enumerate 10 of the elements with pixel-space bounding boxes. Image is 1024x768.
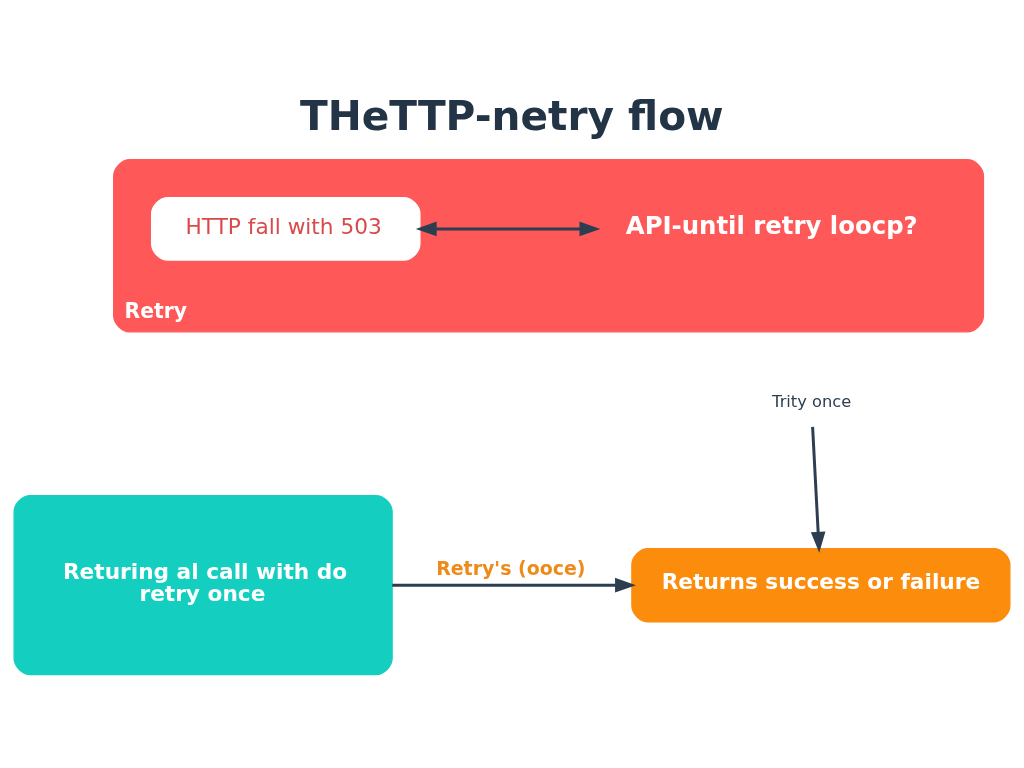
node-text: Trity once <box>772 391 852 411</box>
arrow <box>415 221 601 237</box>
diagram-title: THeTTP-netry flow <box>299 92 724 140</box>
node-box: Returns success or failure <box>631 547 1011 623</box>
arrow <box>810 426 826 553</box>
node-text: API-until retry loocp? <box>625 210 918 240</box>
edge-label: Retry's (ooce) <box>436 556 586 579</box>
node-box: Returing al call with do retry once <box>13 495 393 676</box>
arrow <box>392 577 636 593</box>
node-box: HTTP fall with 503 <box>150 197 421 261</box>
